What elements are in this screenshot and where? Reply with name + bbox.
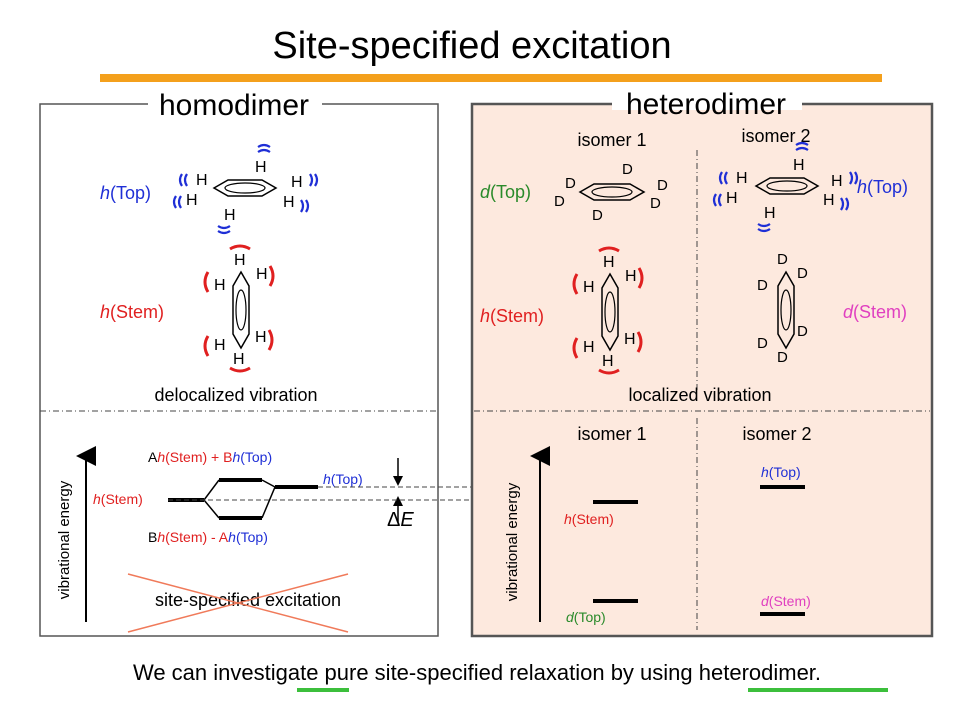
atom-d: D	[592, 207, 603, 224]
isomer1-stem-benzene-h: H H H H H H	[572, 246, 644, 375]
heterodimer-isomer2: isomer 2	[741, 126, 810, 146]
homodimer-stem-benzene: H H H H H H	[203, 244, 275, 373]
atom-d: D	[650, 195, 661, 212]
h-top-label-right: h(Top)	[857, 177, 908, 197]
slide-title: Site-specified excitation	[272, 25, 671, 67]
isomer1-bottom-label: isomer 1	[577, 424, 646, 444]
atom-h: H	[214, 337, 226, 354]
vibration-marks-blue	[712, 141, 859, 233]
atom-h: H	[624, 331, 636, 348]
heterodimer-caption: localized vibration	[628, 385, 771, 405]
atom-d: D	[797, 265, 808, 282]
atom-h: H	[255, 159, 267, 176]
homodimer-top-benzene: H H H H H H	[172, 143, 319, 235]
atom-h: H	[196, 172, 208, 189]
atom-h: H	[823, 192, 835, 209]
atom-d: D	[797, 323, 808, 340]
d-stem-label: d(Stem)	[843, 302, 907, 322]
atom-d: D	[554, 193, 565, 210]
atom-d: D	[565, 175, 576, 192]
right-level-label: h(Top)	[323, 471, 363, 487]
atom-h: H	[793, 157, 805, 174]
atom-h: H	[764, 205, 776, 222]
atom-h: H	[233, 351, 245, 368]
atom-h: H	[255, 329, 267, 346]
atom-d: D	[757, 277, 768, 294]
vibration-marks-red	[572, 246, 644, 375]
heterodimer-isomer1: isomer 1	[577, 130, 646, 150]
iso1-d-top-label: d(Top)	[566, 609, 606, 625]
atom-h: H	[186, 192, 198, 209]
underline-pure	[297, 688, 349, 692]
atom-h: H	[625, 268, 637, 285]
atom-h: H	[603, 254, 615, 271]
atom-h: H	[291, 174, 303, 191]
atom-h: H	[736, 170, 748, 187]
heterodimer-panel: heterodimer isomer 1 isomer 2 d(Top) D D…	[470, 88, 934, 638]
homodimer-header: homodimer	[159, 89, 309, 122]
homodimer-panel: homodimer h(Top) H H H H H H h(Stem)	[39, 89, 439, 637]
atom-h: H	[583, 279, 595, 296]
heterodimer-header: heterodimer	[626, 88, 786, 121]
homodimer-y-axis-label: vibrational energy	[56, 480, 73, 599]
lower-level-label: Bh(Stem) - Ah(Top)	[148, 529, 268, 545]
delta-e-label: ΔE	[387, 509, 414, 531]
atom-h: H	[256, 266, 268, 283]
d-top-label: d(Top)	[480, 182, 531, 202]
isomer2-stem-benzene-d: D D D D D D	[757, 251, 808, 366]
title-underline-bar	[100, 74, 882, 82]
atom-h: H	[283, 194, 295, 211]
atom-h: H	[214, 277, 226, 294]
vibration-marks-blue	[172, 143, 319, 235]
iso1-h-stem-label: h(Stem)	[564, 511, 614, 527]
footer-statement: We can investigate pure site-specified r…	[133, 660, 821, 685]
iso2-d-stem-label: d(Stem)	[761, 593, 811, 609]
atom-h: H	[602, 353, 614, 370]
isomer1-top-benzene-d: D D D D D D	[554, 161, 668, 224]
atom-h: H	[831, 173, 843, 190]
homodimer-stem-label: h(Stem)	[100, 302, 164, 322]
h-stem-label: h(Stem)	[480, 306, 544, 326]
delta-e-marker: ΔE	[387, 458, 414, 531]
correlation-lines	[203, 479, 276, 519]
atom-d: D	[777, 251, 788, 268]
cross-out-mark	[127, 573, 349, 633]
atom-h: H	[583, 339, 595, 356]
atom-h: H	[234, 252, 246, 269]
atom-d: D	[622, 161, 633, 178]
homodimer-top-label: h(Top)	[100, 183, 151, 203]
atom-d: D	[757, 335, 768, 352]
isomer2-bottom-label: isomer 2	[742, 424, 811, 444]
homodimer-caption: delocalized vibration	[154, 385, 317, 405]
vibration-marks-red	[203, 244, 275, 373]
atom-h: H	[726, 190, 738, 207]
iso2-h-top-label: h(Top)	[761, 464, 801, 480]
heterodimer-y-axis-label: vibrational energy	[504, 482, 521, 601]
isomer2-top-benzene-h: H H H H H H	[712, 141, 859, 233]
underline-heterodimer	[748, 688, 888, 692]
upper-level-label: Ah(Stem) + Bh(Top)	[148, 449, 272, 465]
atom-h: H	[224, 207, 236, 224]
atom-d: D	[777, 349, 788, 366]
atom-d: D	[657, 177, 668, 194]
left-level-label: h(Stem)	[93, 491, 143, 507]
